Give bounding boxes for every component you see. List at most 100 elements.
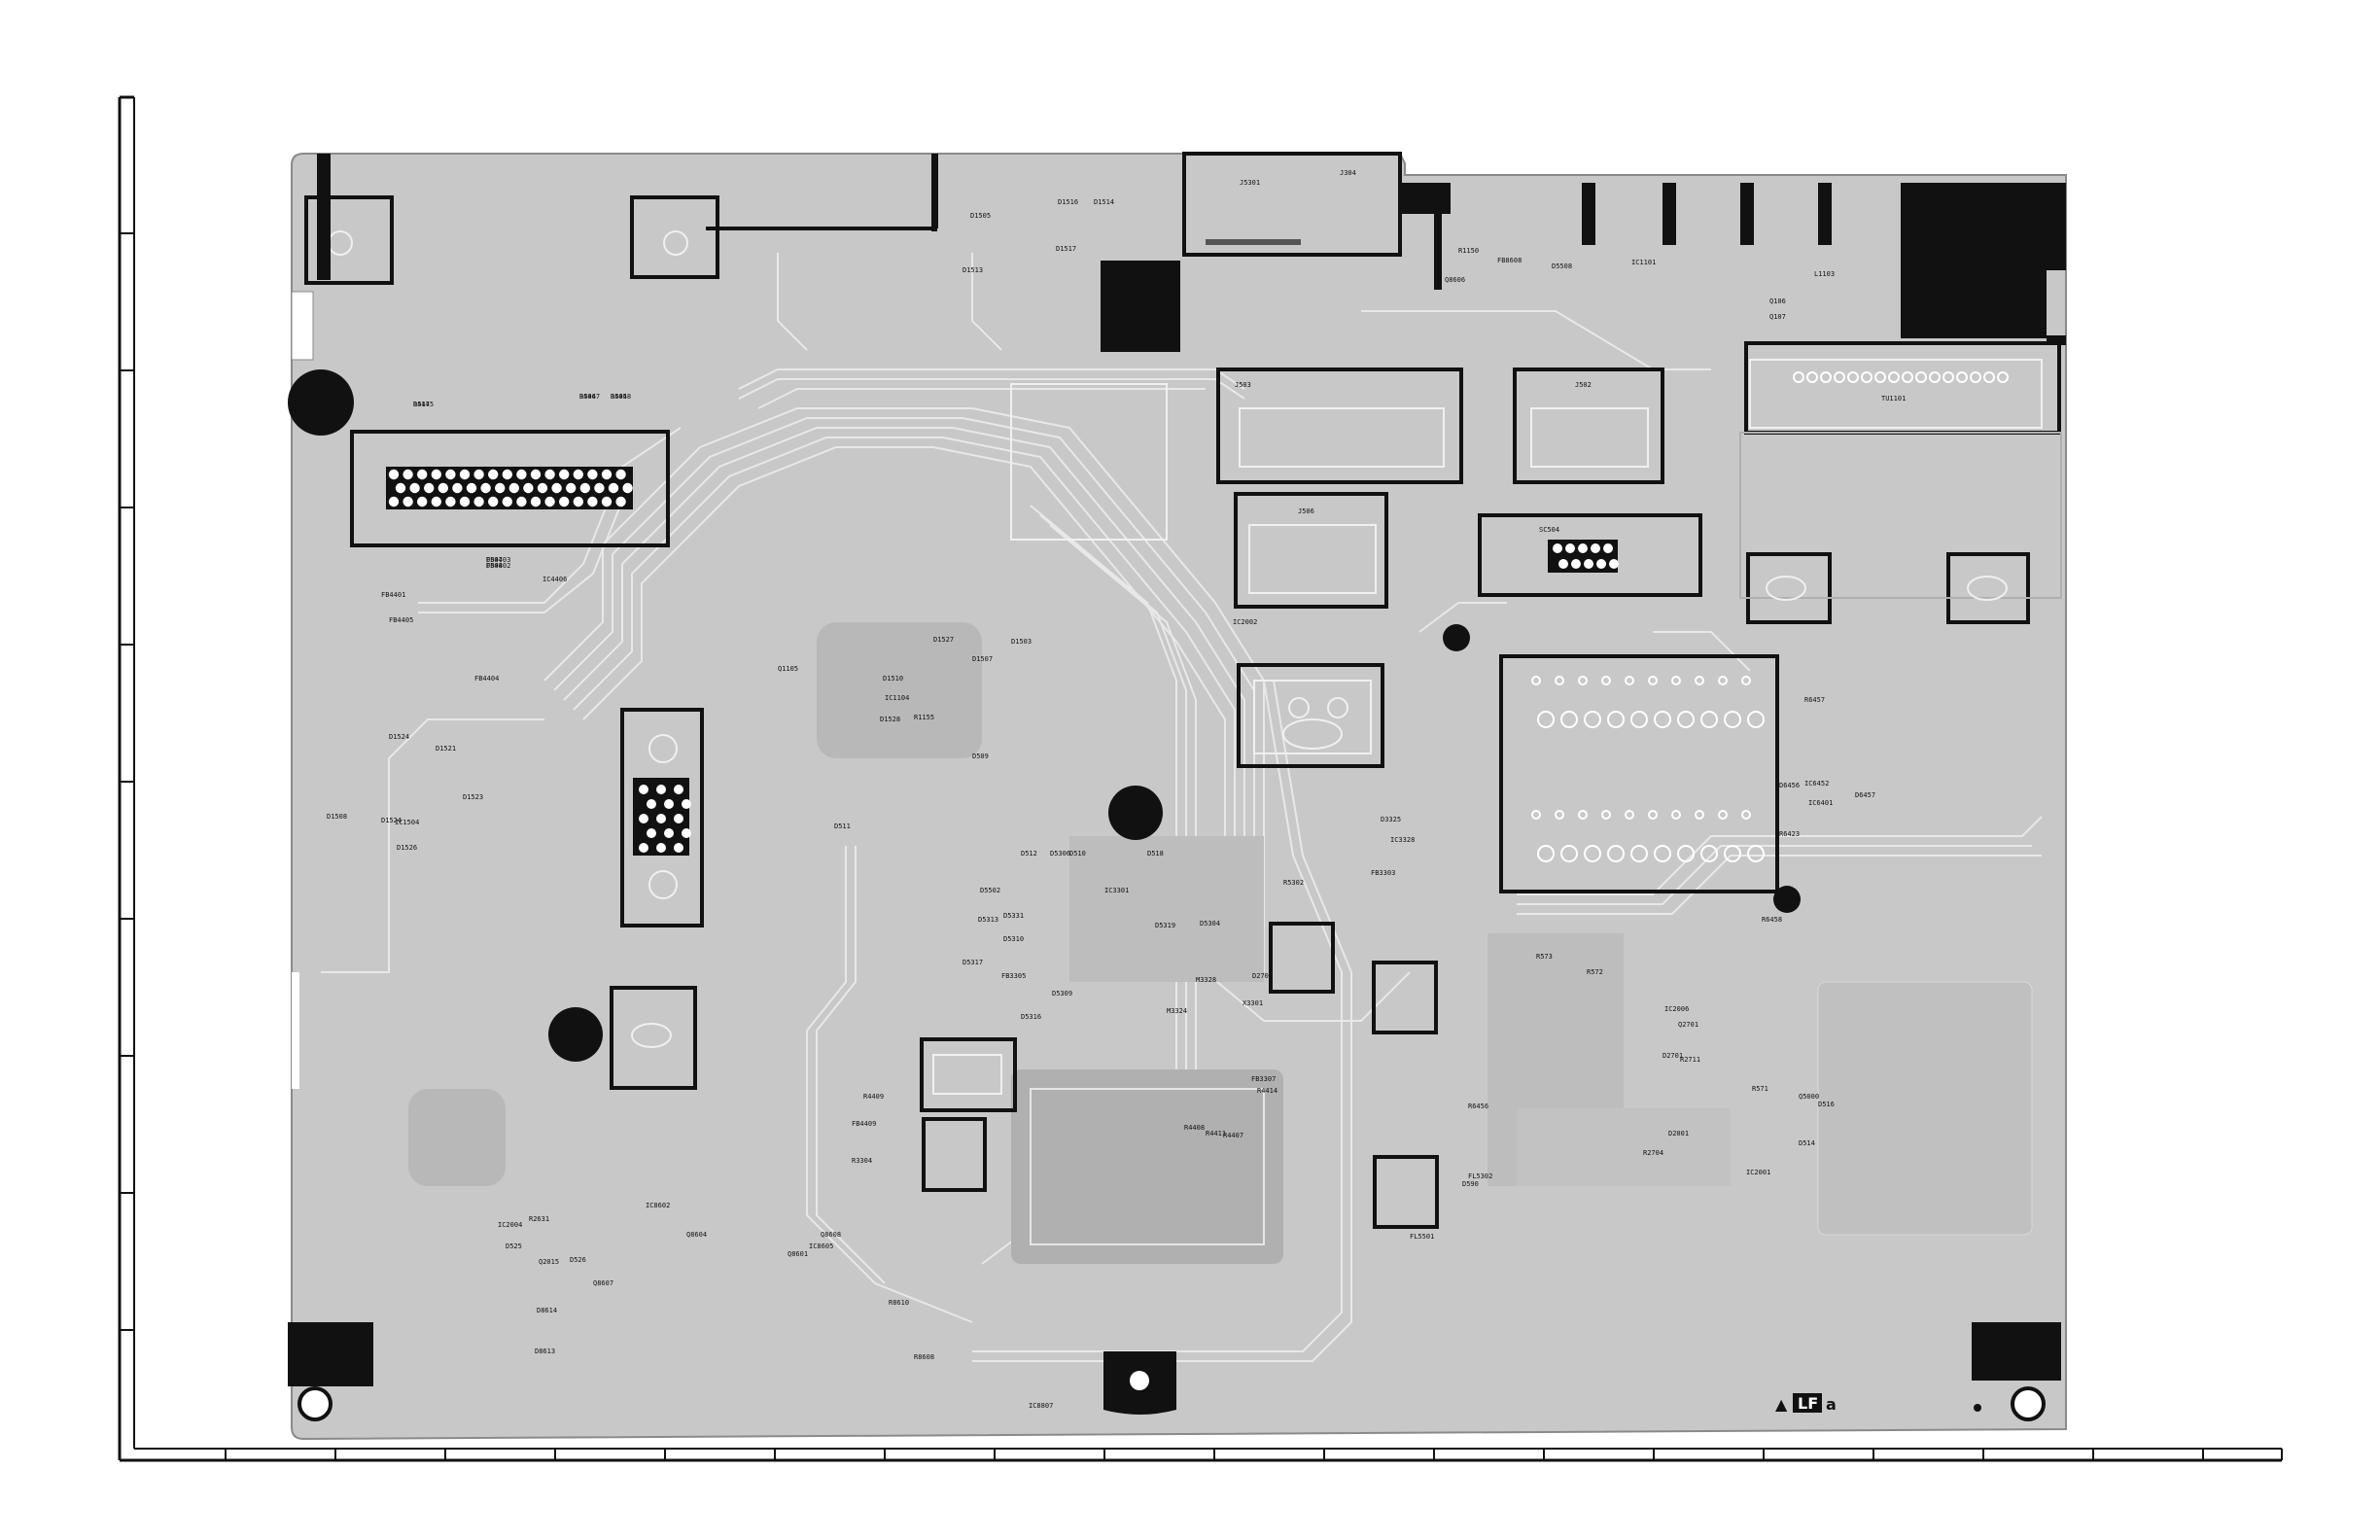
component-ref-label: IC8605 xyxy=(809,1242,833,1250)
component-ref-label: FB4409 xyxy=(852,1120,876,1128)
connector-d525 xyxy=(1237,663,1384,768)
tuner-pads xyxy=(1793,371,2009,383)
component-ref-label: FB8608 xyxy=(1497,257,1522,264)
component-ref-label: D5317 xyxy=(962,959,983,966)
lead-free-logo: ▲ LF a xyxy=(1775,1393,1837,1414)
component-ref-label: D590 xyxy=(1462,1180,1479,1188)
connector-tu-right xyxy=(1946,552,2030,624)
component-ref-label: D5306 xyxy=(1050,850,1070,858)
component-ref-label: FL5501 xyxy=(1410,1233,1434,1241)
component-ref-label: R6457 xyxy=(1804,696,1825,704)
component-ref-label: D5508 xyxy=(1552,262,1572,270)
component-ref-label: FB3307 xyxy=(1251,1075,1276,1083)
component-ref-label: R8608 xyxy=(914,1353,934,1361)
component-ref-label: D6457 xyxy=(1855,791,1875,799)
connector-j503 xyxy=(1216,368,1463,484)
component-ref-label: D507 xyxy=(486,556,503,564)
component-ref-label: IC2002 xyxy=(1233,618,1257,626)
component-ref-label: L1103 xyxy=(1814,270,1835,278)
component-ref-label: D5304 xyxy=(1200,920,1220,928)
component-ref-label: D1528 xyxy=(880,716,900,723)
component-ref-label: IC3301 xyxy=(1104,887,1129,894)
component-ref-label: R1150 xyxy=(1458,247,1479,255)
component-ref-label: R5302 xyxy=(1283,879,1304,887)
component-ref-label: IC6452 xyxy=(1804,780,1829,788)
component-ref-label: D526 xyxy=(570,1256,586,1264)
component-ref-label: Q8608 xyxy=(821,1231,841,1239)
component-ref-label: D510 xyxy=(1069,850,1086,858)
component-ref-label: D506 xyxy=(579,393,596,401)
component-ref-label: IC1104 xyxy=(885,694,909,702)
connector-pads xyxy=(1531,676,1765,862)
component-ref-label: D1524 xyxy=(381,817,402,824)
connector-small-1 xyxy=(610,986,697,1090)
connector-vga xyxy=(620,708,704,928)
component-ref-label: SC504 xyxy=(1539,526,1559,534)
connector-j502 xyxy=(1513,368,1664,484)
component-ref-label: D5331 xyxy=(1003,912,1024,920)
solid-blocks xyxy=(288,154,2066,1415)
connector-sc504 xyxy=(1478,513,1702,597)
component-ref-label: R4414 xyxy=(1257,1087,1278,1095)
component-ref-label: R1155 xyxy=(914,714,934,721)
component-ref-label: Q2701 xyxy=(1678,1021,1698,1029)
component-ref-label: D5502 xyxy=(980,887,1000,894)
logo-suffix: a xyxy=(1826,1395,1837,1414)
connector-small-2 xyxy=(920,1037,1017,1112)
component-ref-label: R573 xyxy=(1536,953,1553,961)
component-ref-label: D511 xyxy=(834,822,851,830)
component-ref-label: D5316 xyxy=(1021,1013,1041,1021)
component-ref-label: D5313 xyxy=(978,916,998,924)
component-ref-label: R4408 xyxy=(1184,1124,1205,1132)
component-ref-label: R4445 xyxy=(413,401,434,408)
component-ref-label: J5301 xyxy=(1240,179,1260,187)
component-ref-label: R4447 xyxy=(579,393,600,401)
component-ref-label: D1507 xyxy=(972,655,993,663)
component-ref-label: Q8601 xyxy=(788,1250,808,1258)
component-ref-label: IC1101 xyxy=(1631,259,1656,266)
component-ref-label: R6458 xyxy=(1762,916,1782,924)
component-ref-label: R3304 xyxy=(852,1157,872,1165)
component-ref-label: FB3303 xyxy=(1371,869,1395,877)
component-ref-label: Q8607 xyxy=(593,1279,613,1287)
connector-ribbon xyxy=(350,430,670,547)
component-ref-label: R6423 xyxy=(1779,830,1800,838)
component-ref-label: D3325 xyxy=(1381,816,1401,823)
component-ref-label: FB4404 xyxy=(474,675,499,682)
component-ref-label: IC2006 xyxy=(1664,1005,1689,1013)
sc504-pins xyxy=(1548,540,1619,573)
component-ref-label: R2631 xyxy=(529,1215,549,1223)
component-ref-label: D6456 xyxy=(1779,782,1800,789)
connector-small-3 xyxy=(922,1117,987,1192)
component-ref-label: FB4401 xyxy=(381,591,405,599)
connector-top-left-1 xyxy=(304,195,394,285)
component-ref-label: D1521 xyxy=(436,745,456,752)
component-ref-label: R4407 xyxy=(1223,1132,1243,1139)
component-ref-label: J502 xyxy=(1575,381,1592,389)
component-ref-label: D1524 xyxy=(389,733,409,741)
component-ref-label: M3328 xyxy=(1196,976,1216,984)
component-ref-label: D8614 xyxy=(537,1307,557,1314)
component-ref-label: D5309 xyxy=(1052,990,1072,998)
component-ref-label: IC4406 xyxy=(542,576,567,583)
component-ref-label: D512 xyxy=(1021,850,1037,858)
mounting-holes xyxy=(288,369,2046,1421)
component-ref-label: IC2001 xyxy=(1746,1169,1770,1176)
component-ref-label: D1513 xyxy=(962,266,983,274)
component-ref-label: IC6401 xyxy=(1808,799,1833,807)
connector-internals xyxy=(328,230,2062,1095)
connector-small-6 xyxy=(1373,1155,1439,1229)
component-ref-label: D516 xyxy=(1818,1101,1835,1108)
component-ref-label: D2001 xyxy=(1668,1130,1689,1138)
logo-boxed: LF xyxy=(1798,1394,1818,1413)
component-ref-label: D509 xyxy=(972,752,989,760)
component-ref-label: Q8604 xyxy=(686,1231,707,1239)
component-ref-label: Q5000 xyxy=(1799,1093,1819,1101)
component-ref-label: X3301 xyxy=(1242,999,1263,1007)
component-ref-label: M3324 xyxy=(1167,1007,1187,1015)
vga-connector-pins xyxy=(633,778,691,856)
component-ref-label: D1510 xyxy=(883,675,903,682)
component-ref-label: R4411 xyxy=(1206,1130,1226,1138)
component-ref-label: Q106 xyxy=(1769,298,1786,305)
